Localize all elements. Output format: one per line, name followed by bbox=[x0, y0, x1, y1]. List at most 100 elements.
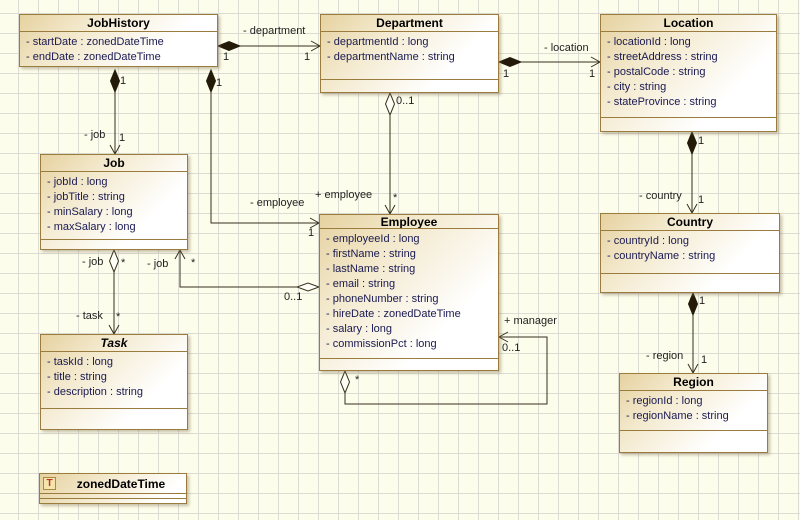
class-job[interactable]: Job - jobId : long - jobTitle : string -… bbox=[40, 154, 188, 250]
class-attributes: - countryId : long - countryName : strin… bbox=[601, 231, 779, 273]
multiplicity-label: * bbox=[393, 192, 398, 204]
association-label: - location bbox=[544, 42, 589, 54]
association-label: - region bbox=[646, 350, 684, 362]
attribute-row: - description : string bbox=[47, 386, 143, 398]
multiplicity-label: * bbox=[355, 374, 360, 386]
attribute-row: - countryId : long bbox=[607, 235, 689, 247]
class-attributes: - departmentId : long - departmentName :… bbox=[321, 32, 498, 79]
multiplicity-label: 1 bbox=[699, 295, 706, 307]
attribute-row: - jobId : long bbox=[47, 176, 108, 188]
attribute-row: - city : string bbox=[607, 81, 667, 93]
association-label: - department bbox=[243, 25, 306, 37]
datatype-compartment bbox=[40, 493, 186, 498]
attribute-row: - taskId : long bbox=[47, 356, 114, 368]
association-label: - job bbox=[82, 256, 104, 268]
multiplicity-label: * bbox=[116, 311, 121, 323]
attribute-row: - firstName : string bbox=[326, 248, 416, 260]
class-employee[interactable]: Employee - employeeId : long - firstName… bbox=[319, 214, 499, 371]
class-title: Location bbox=[601, 15, 776, 32]
attribute-row: - maxSalary : long bbox=[47, 221, 136, 233]
class-task[interactable]: Task - taskId : long - title : string - … bbox=[40, 334, 188, 430]
class-country[interactable]: Country - countryId : long - countryName… bbox=[600, 213, 780, 293]
multiplicity-label: 0..1 bbox=[502, 342, 521, 354]
association-department-location[interactable] bbox=[497, 56, 602, 68]
multiplicity-label: 1 bbox=[503, 68, 510, 80]
class-title: Task bbox=[41, 335, 187, 352]
attribute-row: - minSalary : long bbox=[47, 206, 133, 218]
multiplicity-label: * bbox=[191, 257, 196, 269]
association-label: + manager bbox=[504, 315, 557, 327]
class-title: Region bbox=[620, 374, 767, 391]
association-label: - country bbox=[639, 190, 682, 202]
class-attributes: - locationId : long - streetAddress : st… bbox=[601, 32, 776, 117]
class-attributes: - taskId : long - title : string - descr… bbox=[41, 352, 187, 408]
class-department[interactable]: Department - departmentId : long - depar… bbox=[320, 14, 499, 93]
datatype-icon: T bbox=[43, 477, 56, 490]
operations-compartment bbox=[321, 79, 498, 92]
attribute-row: - title : string bbox=[47, 371, 107, 383]
class-title: Country bbox=[601, 214, 779, 231]
attribute-row: - email : string bbox=[326, 278, 396, 290]
class-title: JobHistory bbox=[20, 15, 217, 32]
multiplicity-label: 1 bbox=[216, 77, 223, 89]
class-attributes: - startDate : zonedDateTime - endDate : … bbox=[20, 32, 217, 66]
class-attributes: - regionId : long - regionName : string bbox=[620, 391, 767, 430]
attribute-row: - lastName : string bbox=[326, 263, 416, 275]
attribute-row: - regionId : long bbox=[626, 395, 703, 407]
class-title: Employee bbox=[320, 215, 498, 229]
multiplicity-label: 1 bbox=[120, 75, 127, 87]
multiplicity-label: 1 bbox=[589, 68, 596, 80]
association-employee-manager[interactable] bbox=[339, 331, 548, 405]
datatype-zoneddatetime[interactable]: T zonedDateTime bbox=[39, 473, 187, 504]
association-label: - job bbox=[84, 129, 106, 141]
multiplicity-label: 1 bbox=[701, 354, 708, 366]
class-region[interactable]: Region - regionId : long - regionName : … bbox=[619, 373, 768, 453]
association-label: - task bbox=[76, 310, 103, 322]
operations-compartment bbox=[601, 117, 776, 131]
association-employee-job[interactable] bbox=[174, 248, 321, 292]
attribute-row: - hireDate : zonedDateTime bbox=[326, 308, 461, 320]
operations-compartment bbox=[620, 430, 767, 452]
operations-compartment bbox=[41, 239, 187, 249]
class-title: Department bbox=[321, 15, 498, 32]
attribute-row: - departmentName : string bbox=[327, 51, 455, 63]
multiplicity-label: 1 bbox=[698, 135, 705, 147]
attribute-row: - commissionPct : long bbox=[326, 338, 437, 350]
attribute-row: - streetAddress : string bbox=[607, 51, 718, 63]
multiplicity-label: 1 bbox=[119, 132, 126, 144]
attribute-row: - jobTitle : string bbox=[47, 191, 125, 203]
attribute-row: - stateProvince : string bbox=[607, 96, 717, 108]
association-location-country[interactable] bbox=[686, 130, 698, 215]
association-jobhistory-department[interactable] bbox=[216, 40, 322, 52]
attribute-row: - employeeId : long bbox=[326, 233, 420, 245]
multiplicity-label: 1 bbox=[223, 51, 230, 63]
class-location[interactable]: Location - locationId : long - streetAdd… bbox=[600, 14, 777, 132]
class-title: Job bbox=[41, 155, 187, 172]
association-job-task[interactable] bbox=[108, 248, 120, 336]
association-country-region[interactable] bbox=[687, 291, 699, 375]
multiplicity-label: 1 bbox=[304, 51, 311, 63]
operations-compartment bbox=[601, 273, 779, 292]
association-label: - job bbox=[147, 258, 169, 270]
multiplicity-label: 0..1 bbox=[396, 95, 415, 107]
multiplicity-label: 1 bbox=[698, 194, 705, 206]
attribute-row: - phoneNumber : string bbox=[326, 293, 439, 305]
attribute-row: - departmentId : long bbox=[327, 36, 429, 48]
multiplicity-label: * bbox=[121, 257, 126, 269]
attribute-row: - endDate : zonedDateTime bbox=[26, 51, 161, 63]
multiplicity-label: 1 bbox=[308, 227, 315, 239]
association-label: + employee bbox=[315, 189, 373, 201]
multiplicity-label: 0..1 bbox=[284, 291, 303, 303]
operations-compartment bbox=[41, 408, 187, 429]
class-attributes: - employeeId : long - firstName : string… bbox=[320, 229, 498, 358]
attribute-row: - regionName : string bbox=[626, 410, 729, 422]
class-jobhistory[interactable]: JobHistory - startDate : zonedDateTime -… bbox=[19, 14, 218, 67]
attribute-row: - salary : long bbox=[326, 323, 393, 335]
datatype-compartment bbox=[40, 498, 186, 503]
class-attributes: - jobId : long - jobTitle : string - min… bbox=[41, 172, 187, 239]
attribute-row: - startDate : zonedDateTime bbox=[26, 36, 164, 48]
attribute-row: - postalCode : string bbox=[607, 66, 706, 78]
datatype-name: zonedDateTime bbox=[76, 476, 166, 491]
association-label: - employee bbox=[250, 197, 305, 209]
